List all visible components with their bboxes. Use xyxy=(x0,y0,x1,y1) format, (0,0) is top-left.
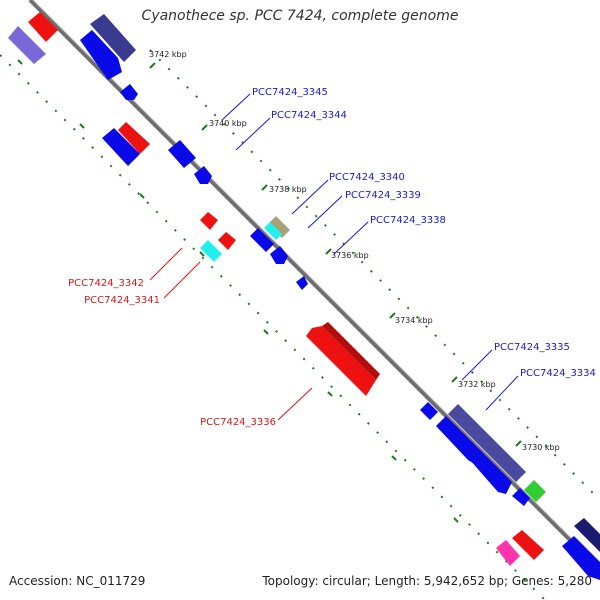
leader-lines xyxy=(149,93,519,421)
gene-feature[interactable] xyxy=(562,536,600,580)
gene-feature[interactable] xyxy=(322,322,380,380)
kbp-tick xyxy=(263,329,269,335)
gene-label[interactable]: PCC7424_3345 xyxy=(252,87,328,98)
gene-feature[interactable] xyxy=(168,140,196,168)
gene-feature[interactable] xyxy=(306,326,376,396)
kbp-label: 3736 kbp xyxy=(331,251,369,260)
leader-line xyxy=(291,179,329,215)
gene-label[interactable]: PCC7424_3344 xyxy=(271,110,347,121)
gene-feature[interactable] xyxy=(574,518,600,552)
gene-feature[interactable] xyxy=(200,212,218,230)
kbp-tick xyxy=(149,62,156,69)
kbp-tick xyxy=(325,248,332,255)
gene-feature[interactable] xyxy=(470,450,512,494)
gene-feature[interactable] xyxy=(80,30,122,80)
position-markers: 3742 kbp 3740 kbp 3738 kbp 3736 kbp 3734… xyxy=(149,50,560,452)
map-title: Cyanothece sp. PCC 7424, complete genome xyxy=(141,8,459,24)
leader-line xyxy=(235,117,271,151)
leader-line xyxy=(307,195,343,229)
gene-feature[interactable] xyxy=(270,246,288,264)
leader-line xyxy=(333,221,369,255)
gene-label[interactable]: PCC7424_3336 xyxy=(200,417,276,428)
gene-feature[interactable] xyxy=(102,128,140,166)
kbp-tick xyxy=(327,391,333,397)
gene-feature[interactable] xyxy=(496,540,520,566)
kbp-tick xyxy=(451,376,458,383)
kbp-label: 3742 kbp xyxy=(149,50,187,59)
gene-feature[interactable] xyxy=(120,84,138,100)
gene-label[interactable]: PCC7424_3340 xyxy=(329,172,405,183)
gene-label[interactable]: PCC7424_3339 xyxy=(345,190,421,201)
gene-features xyxy=(8,12,600,580)
gene-feature[interactable] xyxy=(296,276,308,290)
gene-feature[interactable] xyxy=(512,488,530,506)
leader-line xyxy=(149,247,183,281)
kbp-tick xyxy=(139,193,145,199)
kbp-tick xyxy=(17,59,23,65)
kbp-tick xyxy=(453,517,459,523)
kbp-label: 3740 kbp xyxy=(209,119,247,128)
gene-feature[interactable] xyxy=(420,402,438,420)
gene-feature[interactable] xyxy=(264,222,282,240)
inner-tick-track xyxy=(0,54,546,600)
leader-line xyxy=(277,387,313,421)
gene-feature[interactable] xyxy=(524,480,546,502)
gene-labels: PCC7424_3345 PCC7424_3344 PCC7424_3340 P… xyxy=(68,87,596,428)
accession-text: Accession: NC_011729 xyxy=(9,574,146,588)
genome-stats-text: Topology: circular; Length: 5,942,652 bp… xyxy=(262,574,592,588)
leader-line xyxy=(163,261,201,299)
kbp-tick xyxy=(199,251,205,257)
gene-feature[interactable] xyxy=(268,216,290,238)
kbp-label: 3730 kbp xyxy=(522,443,560,452)
gene-feature[interactable] xyxy=(90,14,136,62)
gene-feature[interactable] xyxy=(28,12,58,42)
leader-line xyxy=(221,93,251,121)
gene-label[interactable]: PCC7424_3341 xyxy=(84,295,160,306)
kbp-label: 3732 kbp xyxy=(458,380,496,389)
kbp-label: 3734 kbp xyxy=(395,316,433,325)
gene-feature[interactable] xyxy=(218,232,236,250)
gene-label[interactable]: PCC7424_3342 xyxy=(68,278,144,289)
kbp-tick xyxy=(201,124,208,131)
gene-feature[interactable] xyxy=(448,404,526,482)
gene-label[interactable]: PCC7424_3338 xyxy=(370,215,446,226)
leader-line xyxy=(485,375,519,411)
kbp-tick xyxy=(391,455,397,461)
tick-tracks xyxy=(0,49,600,600)
leader-line xyxy=(461,349,493,381)
kbp-tick xyxy=(261,184,268,191)
gene-feature[interactable] xyxy=(118,122,150,154)
kbp-label: 3738 kbp xyxy=(269,185,307,194)
kbp-tick xyxy=(79,123,85,129)
gene-feature[interactable] xyxy=(436,416,482,466)
gene-feature[interactable] xyxy=(194,166,212,184)
gene-label[interactable]: PCC7424_3335 xyxy=(494,342,570,353)
gene-feature[interactable] xyxy=(250,228,274,252)
gene-feature[interactable] xyxy=(200,240,222,262)
outer-tick-track xyxy=(149,49,600,501)
gene-feature[interactable] xyxy=(512,530,544,560)
gene-feature[interactable] xyxy=(8,26,46,64)
kbp-tick xyxy=(515,440,522,447)
kbp-tick xyxy=(389,312,396,319)
gene-label[interactable]: PCC7424_3334 xyxy=(520,368,596,379)
